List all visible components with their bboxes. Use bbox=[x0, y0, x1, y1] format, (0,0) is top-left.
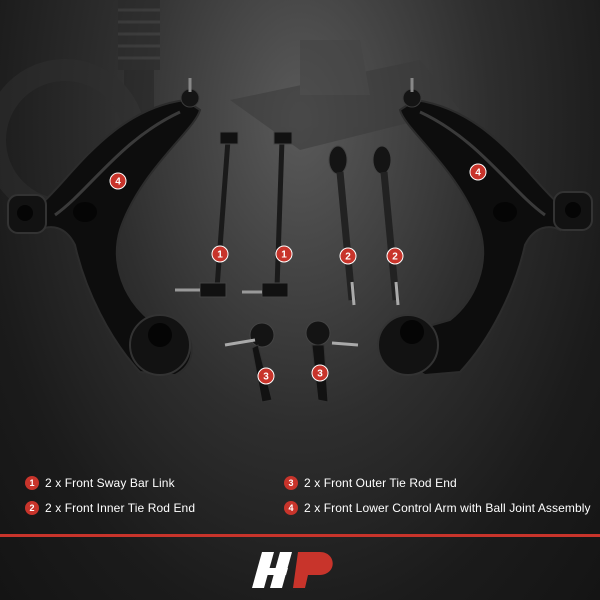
callout-badge-arm-right: 4 bbox=[469, 163, 487, 181]
inner-tie-rod-left bbox=[328, 145, 356, 306]
callout-outer-left-label: 3 bbox=[263, 372, 269, 383]
legend-item-1: 1 2 x Front Sway Bar Link bbox=[25, 476, 175, 490]
brand-logo bbox=[252, 552, 333, 588]
callout-arm-right-label: 4 bbox=[475, 168, 481, 179]
callout-link-right-label: 1 bbox=[281, 250, 287, 261]
callout-link-left-label: 1 bbox=[217, 250, 223, 261]
parts-legend: 1 2 x Front Sway Bar Link 2 2 x Front In… bbox=[0, 465, 600, 535]
legend-text: 2 x Front Outer Tie Rod End bbox=[304, 476, 457, 490]
callout-outer-right-label: 3 bbox=[317, 369, 323, 380]
legend-item-3: 3 2 x Front Outer Tie Rod End bbox=[284, 476, 457, 490]
legend-number-badge: 3 bbox=[284, 476, 298, 490]
legend-text: 2 x Front Inner Tie Rod End bbox=[45, 501, 196, 515]
callout-badge-link-right: 1 bbox=[275, 245, 293, 263]
legend-item-4: 4 2 x Front Lower Control Arm with Ball … bbox=[284, 501, 591, 515]
callout-arm-left-label: 4 bbox=[115, 177, 121, 188]
callout-badge-inner-left: 2 bbox=[339, 247, 357, 265]
lower-control-arm-left bbox=[7, 78, 202, 377]
legend-text: 2 x Front Sway Bar Link bbox=[45, 476, 175, 490]
sway-bar-link-right bbox=[242, 131, 293, 298]
divider-line bbox=[0, 534, 600, 537]
inner-tie-rod-right bbox=[372, 145, 400, 306]
sway-bar-link-left bbox=[175, 131, 239, 298]
legend-number-badge: 1 bbox=[25, 476, 39, 490]
lower-control-arm-right bbox=[377, 78, 593, 377]
callout-badge-outer-right: 3 bbox=[311, 364, 329, 382]
callout-inner-left-label: 2 bbox=[345, 252, 351, 263]
legend-number-badge: 2 bbox=[25, 501, 39, 515]
callout-badge-link-left: 1 bbox=[211, 245, 229, 263]
legend-text: 2 x Front Lower Control Arm with Ball Jo… bbox=[304, 501, 591, 515]
parts-photo: 4 4 1 1 2 2 3 3 bbox=[0, 8, 593, 403]
outer-tie-rod-end-right bbox=[305, 320, 359, 403]
callout-badge-outer-left: 3 bbox=[257, 367, 275, 385]
outer-tie-rod-end-left bbox=[224, 322, 275, 403]
callout-inner-right-label: 2 bbox=[392, 252, 398, 263]
legend-number-badge: 4 bbox=[284, 501, 298, 515]
callout-badge-arm-left: 4 bbox=[109, 172, 127, 190]
callout-badge-inner-right: 2 bbox=[386, 247, 404, 265]
legend-item-2: 2 2 x Front Inner Tie Rod End bbox=[25, 501, 195, 515]
